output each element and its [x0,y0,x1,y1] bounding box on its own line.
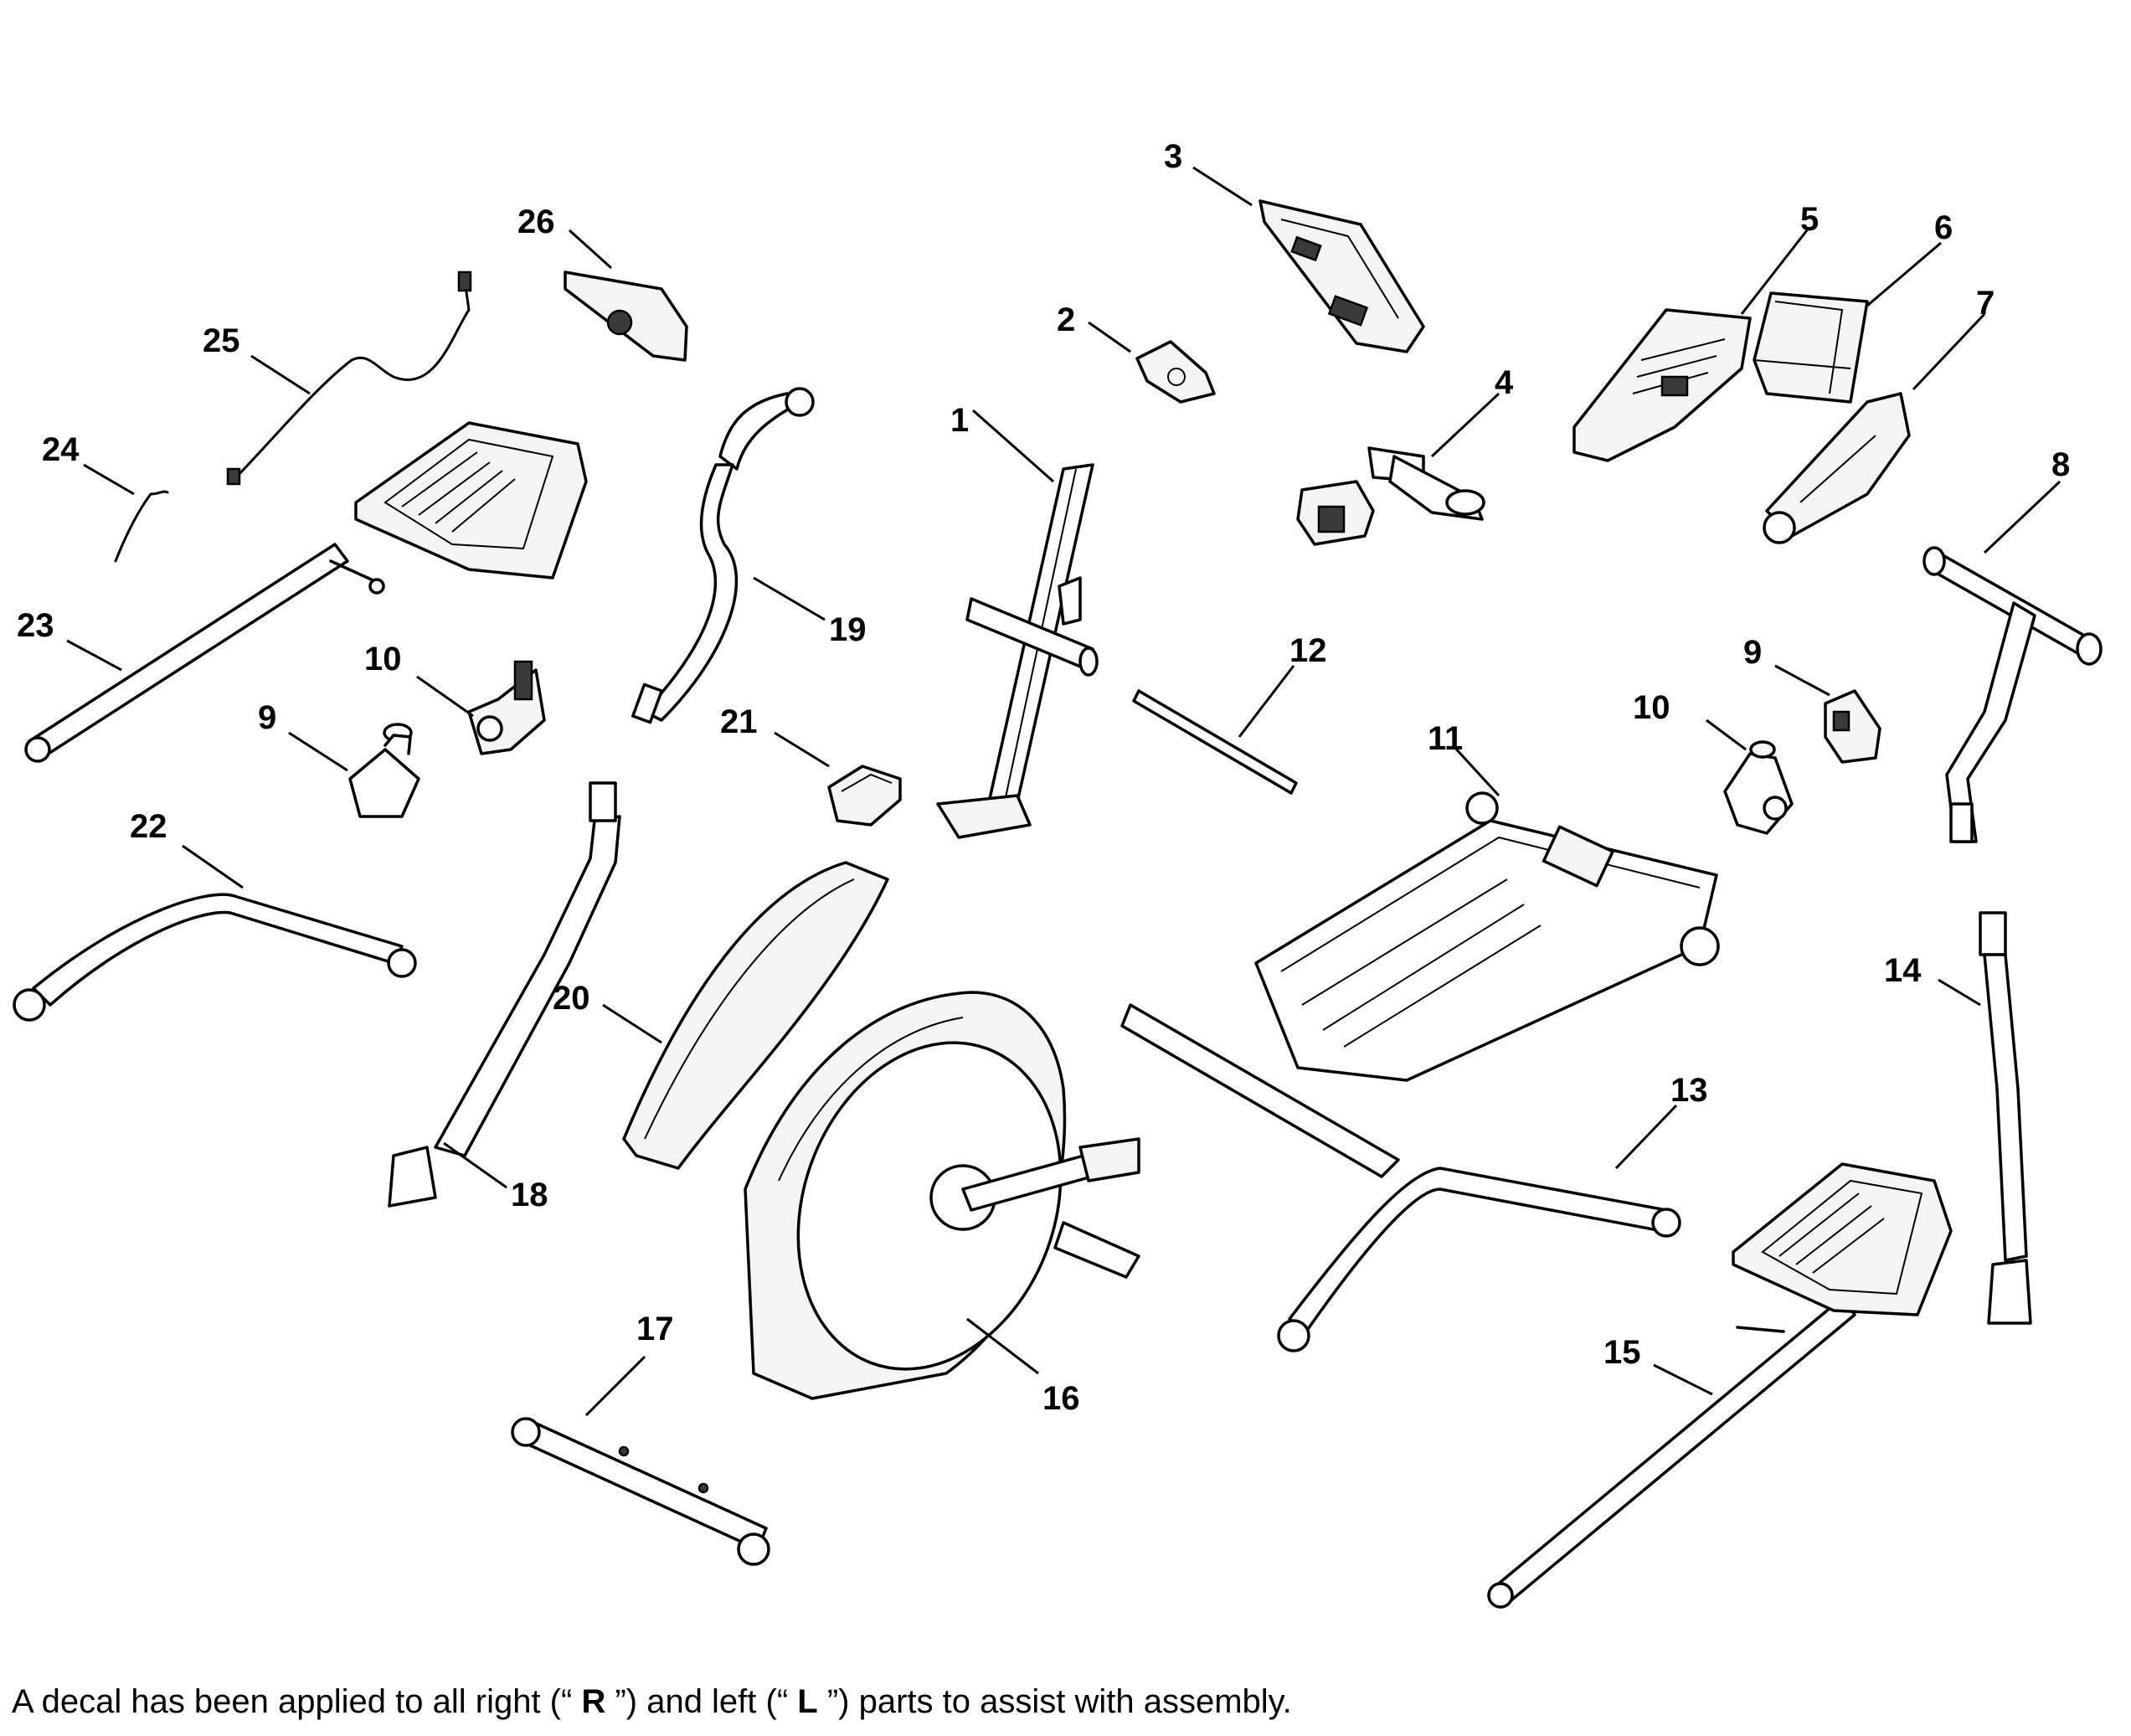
part-23-pedal-arm [24,421,588,763]
footnote-r-marker: R [581,1683,606,1720]
part-25-cable [226,270,472,486]
part-9-right-tee [1824,689,1881,764]
part-2-cover [1135,340,1216,404]
part-10-right-pivot [1723,740,1794,835]
part-6-tray [1753,291,1869,404]
callout-13: 13 [1670,1072,1708,1109]
callout-10-right: 10 [1633,689,1670,726]
callout-16: 16 [1042,1380,1080,1417]
callout-25: 25 [203,322,240,359]
callout-22: 22 [130,808,167,845]
part-11-base-frame [1120,791,1720,1178]
part-13-link-arm [1277,1167,1681,1352]
part-15-pedal-arm [1487,1162,1953,1609]
part-12-axle [1132,689,1298,795]
callout-15: 15 [1603,1334,1641,1371]
callout-23: 23 [17,607,54,644]
callout-9-right: 9 [1743,634,1762,671]
part-24-wire [114,490,169,563]
callout-4: 4 [1495,364,1514,401]
callout-9-left: 9 [258,699,276,736]
part-17-stabilizer [511,1417,770,1566]
callout-11: 11 [1428,720,1463,757]
callout-2: 2 [1057,301,1075,338]
leader-lines [66,166,2062,1417]
callout-24: 24 [42,431,80,468]
footnote-text-3: ”) parts to assist with assembly. [817,1683,1292,1720]
footnote-text-2: ”) and left (“ [605,1683,798,1720]
part-18-lower-upright [388,781,621,1208]
callout-7: 7 [1976,285,1995,322]
part-21-cap [827,765,902,827]
assembly-footnote: A decal has been applied to all right (“… [12,1683,1292,1721]
callout-numbers: 1 2 3 4 5 6 7 8 9 9 10 10 11 12 13 14 15… [17,138,2070,1417]
callout-14: 14 [1884,952,1922,989]
callout-6: 6 [1934,209,1953,246]
part-22-link-arm [13,893,417,1022]
part-14-right-upright [1979,911,2032,1325]
part-5-shroud [1573,308,1752,462]
callout-8: 8 [2051,446,2070,483]
footnote-l-marker: L [797,1683,818,1720]
callout-18: 18 [511,1177,548,1213]
callout-26: 26 [517,203,555,240]
part-9-left-tee [348,723,420,818]
callout-21: 21 [720,703,758,740]
part-20-flywheel-cover [622,861,889,1170]
callout-12: 12 [1289,632,1327,669]
footnote-text-1: A decal has been applied to all right (“ [12,1683,582,1720]
part-16-flywheel-housing [744,991,1140,1400]
callout-1: 1 [950,402,969,439]
callout-5: 5 [1800,201,1819,238]
callout-10-left: 10 [364,641,402,677]
part-7-shroud-half [1763,392,1911,544]
part-4-mast-bracket [1296,446,1485,546]
part-1-upright-post [936,463,1099,839]
callout-17: 17 [636,1311,674,1347]
part-26-plate [564,270,688,362]
callout-3: 3 [1164,138,1182,175]
part-19-handle [631,387,815,724]
part-8-handlebar [1923,546,2103,843]
callout-19: 19 [829,611,867,648]
part-3-console [1259,199,1425,353]
callout-20: 20 [553,980,590,1017]
part-10-left-pivot [467,660,546,755]
